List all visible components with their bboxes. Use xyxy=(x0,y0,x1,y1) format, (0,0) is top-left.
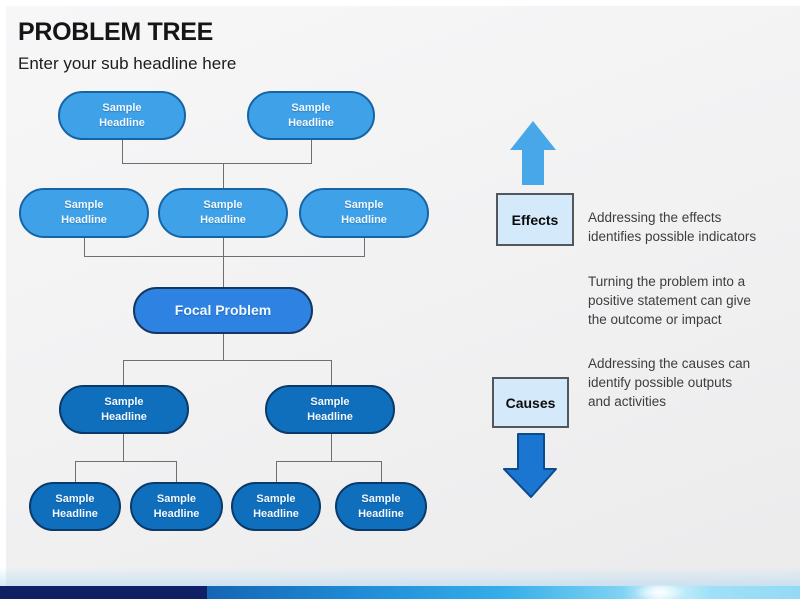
causes-label-box: Causes xyxy=(492,377,569,428)
page-subtitle: Enter your sub headline here xyxy=(18,54,237,73)
connector-line xyxy=(364,238,365,257)
tree-node-cause-mid-2: Sample Headline xyxy=(265,385,395,434)
tree-node-cause-bottom-3: Sample Headline xyxy=(231,482,321,531)
tree-node-effect-mid-3: Sample Headline xyxy=(299,188,429,238)
tree-node-focal-problem: Focal Problem xyxy=(133,287,313,334)
tree-node-cause-bottom-1: Sample Headline xyxy=(29,482,121,531)
connector-line xyxy=(75,461,76,483)
connector-line xyxy=(84,238,85,257)
connector-line xyxy=(223,238,224,288)
footer-highlight xyxy=(633,584,686,599)
up-arrow-icon xyxy=(510,121,556,185)
connector-line xyxy=(331,360,332,386)
footer-navy-segment xyxy=(0,586,207,599)
footer-gradient-segment xyxy=(207,584,800,599)
effects-note: Addressing the effects identifies possib… xyxy=(588,210,757,245)
tree-node-effect-mid-2: Sample Headline xyxy=(158,188,288,238)
down-arrow-icon xyxy=(503,433,557,498)
connector-line xyxy=(381,461,382,483)
connector-line xyxy=(276,461,277,483)
tree-node-cause-bottom-4: Sample Headline xyxy=(335,482,427,531)
connector-line xyxy=(75,461,177,462)
connector-line xyxy=(123,360,124,386)
tree-node-cause-mid-1: Sample Headline xyxy=(59,385,189,434)
page-title: PROBLEM TREE xyxy=(18,18,214,46)
tree-node-effect-top-2: Sample Headline xyxy=(247,91,375,140)
effects-label-box: Effects xyxy=(496,193,574,246)
connector-line xyxy=(276,461,382,462)
connector-line xyxy=(223,334,224,361)
tree-node-effect-top-1: Sample Headline xyxy=(58,91,186,140)
connector-line xyxy=(223,163,224,189)
focal-transform-note: Turning the problem into a positive stat… xyxy=(588,274,751,328)
connector-line xyxy=(331,434,332,462)
connector-line xyxy=(311,140,312,164)
connector-line xyxy=(122,140,123,164)
tree-node-cause-bottom-2: Sample Headline xyxy=(130,482,223,531)
connector-line xyxy=(176,461,177,483)
connector-line xyxy=(123,360,332,361)
footer-glow-band xyxy=(0,567,800,586)
connector-line xyxy=(122,163,312,164)
causes-note: Addressing the causes can identify possi… xyxy=(588,356,751,410)
connector-line xyxy=(84,256,365,257)
footer-bar xyxy=(0,584,800,599)
tree-node-effect-mid-1: Sample Headline xyxy=(19,188,149,238)
connector-line xyxy=(123,434,124,462)
